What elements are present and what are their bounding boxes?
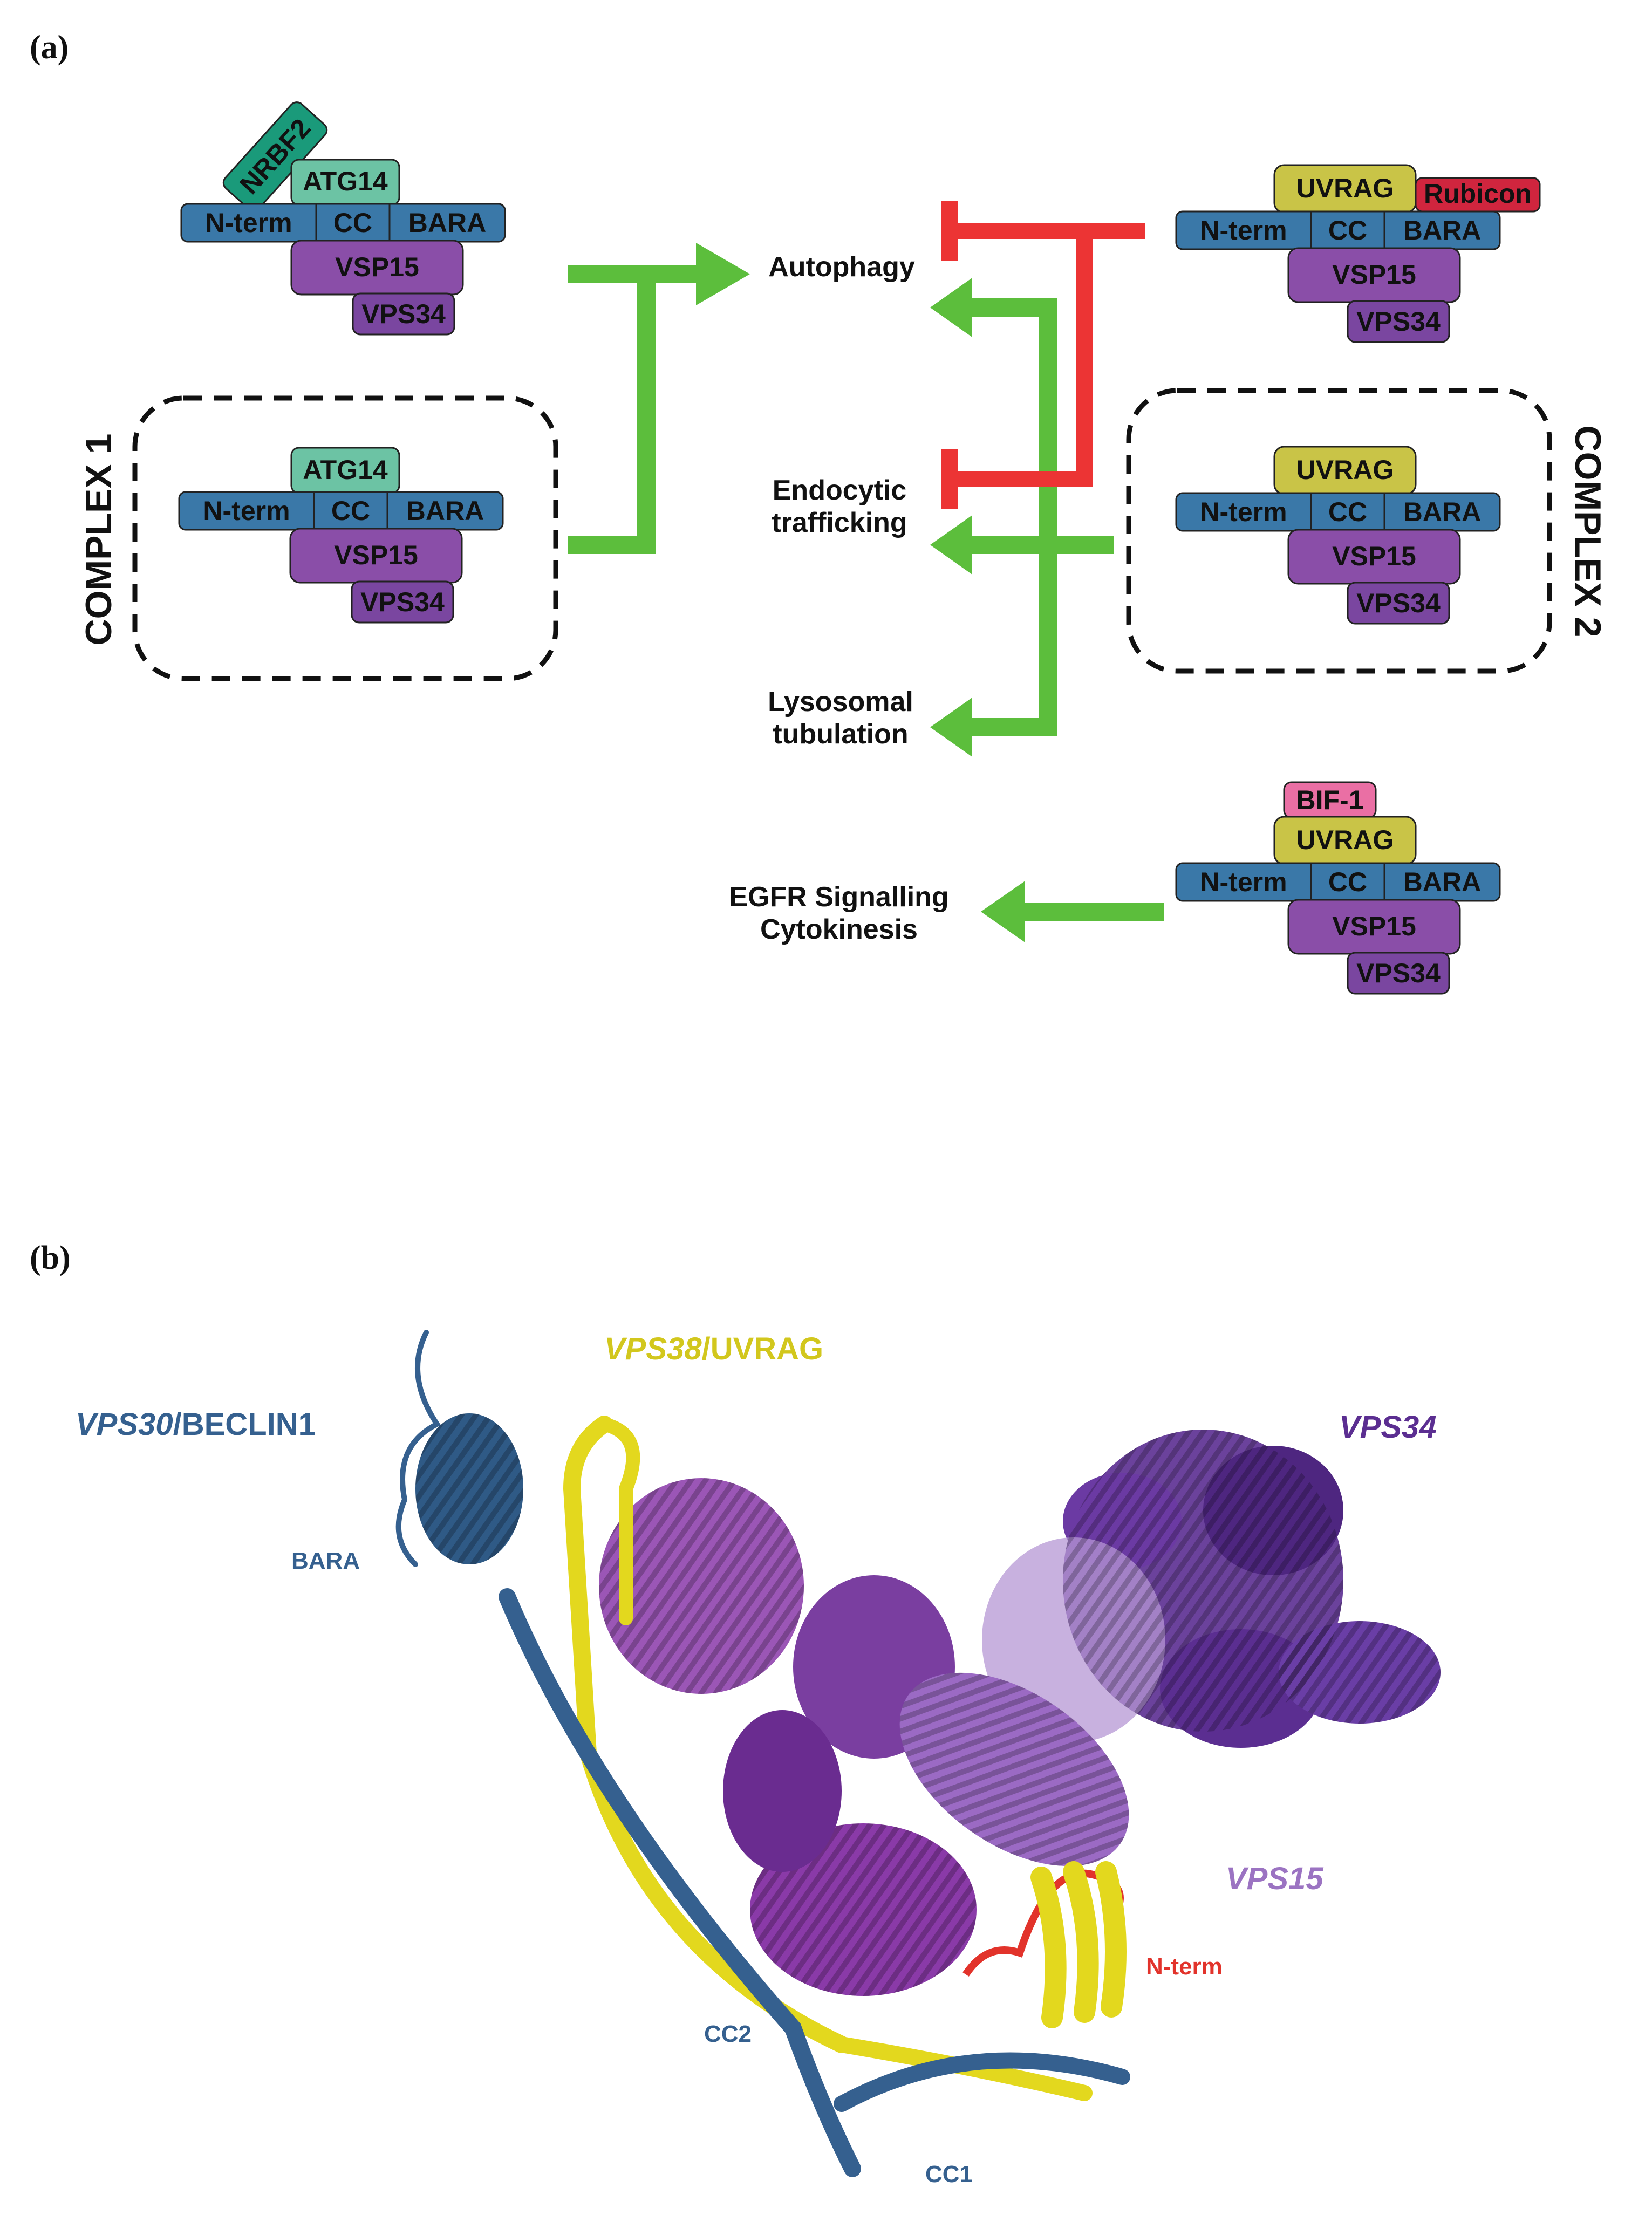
bif1-label: BIF-1 [1296,785,1364,815]
complex1-label: COMPLEX 1 [78,434,119,646]
vps34-label: VPS34 [1356,306,1441,337]
uvrag-label: UVRAG [1296,825,1394,855]
bara-label: BARA [408,208,486,238]
complex1-core-to-autophagy-connector [568,274,656,554]
cc1-structure-label: CC1 [925,2161,973,2187]
process-lysosomal-line2: tubulation [773,719,908,750]
cc-label: CC [331,496,370,526]
activation-arrowheads [696,243,1025,942]
process-egfr-line2: Cytokinesis [760,914,918,945]
process-endocytic-line2: trafficking [772,507,907,538]
vps34-box [1347,952,1450,995]
arrowhead-egfr [981,881,1025,942]
vps15-ribbon [599,1478,1129,1996]
nterm-label: N-term [1200,867,1287,897]
bara-structure-label: BARA [291,1548,360,1574]
vps34-label: VPS34 [361,299,446,329]
cc2-structure-label: CC2 [704,2021,752,2047]
complex2-to-autophagy-arrow [966,298,1057,545]
protein-structure-render [395,1330,1441,2177]
complex2-label: COMPLEX 2 [1567,426,1608,638]
process-endocytic-line1: Endocytic [773,475,907,506]
vps34-box [352,292,455,336]
cc-label: CC [333,208,372,238]
nterm-label: N-term [1200,215,1287,245]
vps34-box [351,580,454,624]
rubicon-inhibit-endocytic [950,231,1093,487]
atg14-label: ATG14 [303,455,388,485]
nterm-label: N-term [203,496,290,526]
vps34-label: VPS34 [1356,958,1441,988]
activation-arrows [568,265,1164,921]
atg14-label: ATG14 [303,166,388,196]
bara-label: BARA [1403,867,1481,897]
vps34-ribbon [982,1430,1441,1748]
nterm-structure-label: N-term [1146,1953,1223,1980]
bara-label: BARA [406,496,484,526]
complex2-dashed-box [1126,388,1552,674]
vps34-label: VPS34 [360,587,445,617]
cc-label: CC [1328,215,1367,245]
cc-label: CC [1328,867,1367,897]
vsp15-label: VSP15 [335,252,419,282]
beclin1-structure-label: VPS30/BECLIN1 [76,1407,316,1442]
bara-label: BARA [1403,215,1481,245]
process-lysosomal-line1: Lysosomal [768,686,913,717]
vsp15-label: VSP15 [334,540,418,570]
bara-label: BARA [1403,497,1481,527]
process-autophagy: Autophagy [768,251,915,283]
complex1-nrbf2-assembly: NRBF2 ATG14 N-term CC BARA VSP15 VPS34 [180,101,506,336]
complex2-rubicon-assembly: UVRAG Rubicon N-term CC BARA VSP15 VPS34 [1175,164,1541,343]
process-egfr-line1: EGFR Signalling [729,881,948,913]
inhibition-lines [941,201,1145,509]
panel-a-label: (a) [30,29,69,66]
uvrag-label: UVRAG [1296,173,1394,203]
vsp15-label: VSP15 [1332,911,1416,941]
arrowhead-endocytic [930,515,972,575]
complex2-bif1-assembly: BIF-1 UVRAG N-term CC BARA VSP15 VPS34 [1175,781,1501,995]
vps34-box [1347,582,1450,625]
rubicon-label: Rubicon [1424,179,1532,209]
arrowhead-autophagy-left [696,243,750,305]
uvrag-structure-label: VPS38/UVRAG [604,1331,823,1366]
vsp15-label: VSP15 [1332,259,1416,290]
uvrag-label: UVRAG [1296,455,1394,485]
cc-label: CC [1328,497,1367,527]
panel-b-label: (b) [30,1240,71,1276]
nterm-label: N-term [205,208,292,238]
vsp15-label: VSP15 [1332,541,1416,571]
complex1-dashed-box [132,395,558,681]
arrowhead-lysosomal [930,698,972,757]
complex2-to-lysosomal-arrow [966,545,1057,736]
beclin1-ribbon [395,1330,1130,2177]
vps34-box [1347,300,1450,343]
complex2-core-assembly: UVRAG N-term CC BARA VSP15 VPS34 [1175,446,1501,625]
bara-domain-ribbon [415,1413,523,1564]
vps34-label: VPS34 [1356,588,1441,618]
complex1-core-assembly: ATG14 N-term CC BARA VSP15 VPS34 [178,447,504,624]
vps15-structure-label: VPS15 [1226,1861,1323,1896]
vps34-structure-label: VPS34 [1339,1410,1437,1445]
nterm-label: N-term [1200,497,1287,527]
arrowhead-autophagy-right [930,278,972,337]
